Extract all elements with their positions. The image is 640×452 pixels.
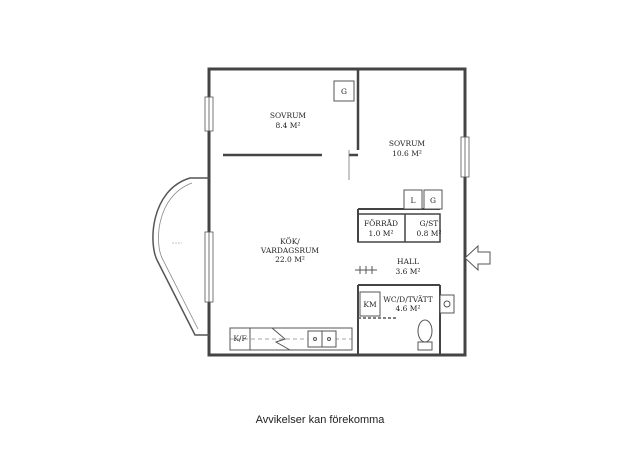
fixture-g-closet: G [430, 196, 436, 205]
fixture-km: KM [363, 300, 377, 309]
fixture-kf: K/F [233, 334, 246, 343]
disclaimer-caption: Avvikelser kan förekomma [255, 414, 385, 426]
fixture-g-top: G [341, 87, 347, 96]
area-hall: 3.6 M² [396, 267, 421, 276]
window-right [460, 136, 470, 178]
balcony-rail [158, 182, 199, 330]
label-sovrum-small: SOVRUM [270, 111, 307, 120]
area-wc: 4.6 M² [396, 304, 421, 313]
outer-wall [207, 67, 467, 357]
label-sovrum-large: SOVRUM [389, 139, 426, 148]
closet-l-box [403, 189, 423, 210]
area-sovrum-small: 8.4 M² [276, 121, 301, 130]
fixture-l-closet: L [411, 196, 416, 205]
label-kok-2: VARDAGSRUM [260, 246, 319, 255]
window-left-top [204, 96, 214, 132]
label-hall: HALL [397, 257, 419, 266]
label-wc: WC/D/TVÄTT [383, 295, 433, 304]
label-forrad: FÖRRÅD [364, 219, 398, 228]
label-kok-1: KÖK/ [280, 237, 300, 246]
area-sovrum-large: 10.6 M² [392, 149, 422, 158]
window-left-bottom [204, 231, 214, 303]
balcony [152, 177, 209, 336]
entrance-arrow-icon [464, 244, 491, 272]
area-kok: 22.0 M² [275, 255, 305, 264]
stove-zigzag-icon [271, 327, 291, 351]
sink-icon [307, 330, 337, 348]
area-gst: 0.8 M² [417, 229, 442, 238]
fixture-g-top-box [333, 80, 355, 102]
closet-g-box [423, 189, 443, 210]
toilet-icon [417, 319, 433, 351]
area-forrad: 1.0 M² [369, 229, 394, 238]
label-gst: G/ST [420, 219, 439, 228]
fixture-km-box [359, 291, 381, 317]
coat-rack-icon [355, 266, 377, 274]
basin-icon [439, 294, 455, 314]
storage-block [357, 213, 441, 243]
